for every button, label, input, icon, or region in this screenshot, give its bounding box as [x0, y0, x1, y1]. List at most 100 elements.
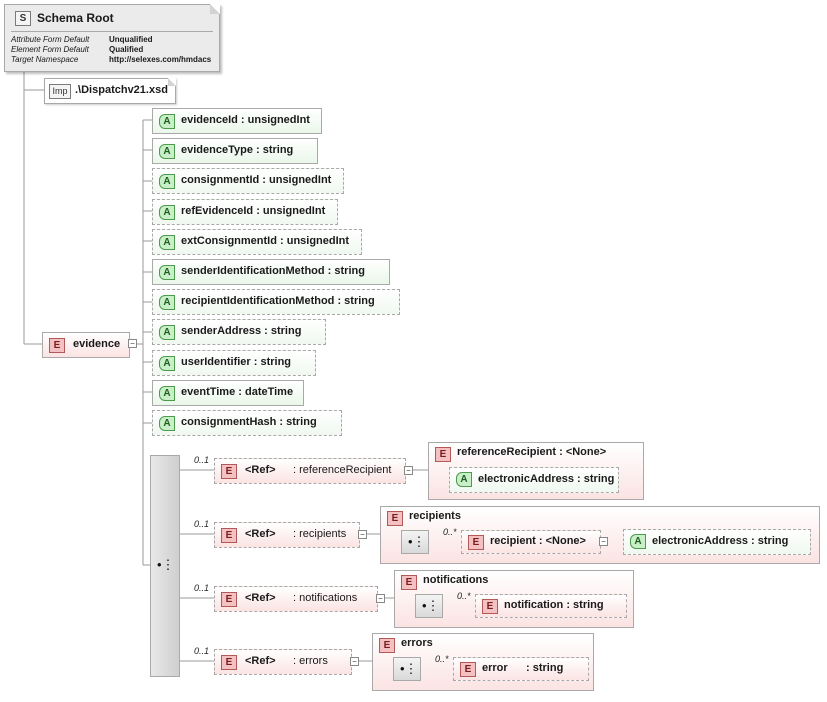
ref-element[interactable]: E <Ref> : notifications — [214, 586, 378, 612]
child-element[interactable]: E error : string — [453, 657, 589, 681]
attribute-node[interactable]: A evidenceType : string — [152, 138, 318, 164]
element-badge: E — [49, 338, 65, 353]
property-name: Target Namespace — [11, 55, 79, 64]
sequence-box[interactable]: •⋮ — [401, 530, 429, 554]
collapse-toggle-icon[interactable]: − — [599, 537, 608, 546]
attribute-node[interactable]: A userIdentifier : string — [152, 350, 316, 376]
attribute-badge: A — [159, 325, 175, 340]
collapse-toggle-icon[interactable]: − — [376, 594, 385, 603]
attribute-badge: A — [159, 295, 175, 310]
panel-title: referenceRecipient : <None> — [457, 446, 607, 458]
page-fold-corner — [168, 78, 176, 86]
divider — [11, 31, 213, 32]
child-element-label: error : string — [482, 662, 564, 674]
attribute-label: consignmentHash : string — [181, 416, 317, 428]
collapse-toggle-icon[interactable]: − — [358, 530, 367, 539]
import-node[interactable]: Imp .\Dispatchv21.xsd — [44, 78, 176, 104]
attribute-label: consignmentId : unsignedInt — [181, 174, 332, 186]
attribute-badge: A — [159, 205, 175, 220]
element-badge: E — [401, 575, 417, 590]
attribute-label: refEvidenceId : unsignedInt — [181, 205, 326, 217]
attribute-node[interactable]: A consignmentId : unsignedInt — [152, 168, 344, 194]
property-name: Element Form Default — [11, 45, 89, 54]
ref-keyword: <Ref> — [245, 655, 276, 667]
attribute-node[interactable]: A consignmentHash : string — [152, 410, 342, 436]
cardinality-label: 0..1 — [194, 455, 210, 465]
element-badge: E — [435, 447, 451, 462]
attribute-node[interactable]: A eventTime : dateTime — [152, 380, 304, 406]
errors-panel[interactable]: E errors •⋮ 0..* E error : string — [372, 633, 594, 691]
child-element-label: recipient : <None> — [490, 535, 586, 547]
attribute-badge: A — [159, 144, 175, 159]
ref-keyword: <Ref> — [245, 464, 276, 476]
element-name: evidence — [73, 338, 121, 350]
attribute-badge: A — [456, 472, 472, 487]
attribute-label: userIdentifier : string — [181, 356, 292, 368]
attribute-label: electronicAddress : string — [478, 473, 615, 485]
attribute-node[interactable]: A evidenceId : unsignedInt — [152, 108, 322, 134]
evidence-element[interactable]: E evidence — [42, 332, 130, 358]
property-value: Qualified — [109, 45, 144, 54]
attribute-badge: A — [159, 386, 175, 401]
attribute-node[interactable]: A recipientIdentificationMethod : string — [152, 289, 400, 315]
attribute-node[interactable]: A senderAddress : string — [152, 319, 326, 345]
attribute-node[interactable]: A electronicAddress : string — [623, 529, 811, 555]
ref-name: : notifications — [293, 592, 358, 604]
sequence-box[interactable]: •⋮ — [415, 594, 443, 618]
attribute-badge: A — [159, 265, 175, 280]
cardinality-label: 0..* — [435, 654, 449, 664]
attribute-node[interactable]: A refEvidenceId : unsignedInt — [152, 199, 338, 225]
panel-title: recipients — [409, 510, 461, 522]
cardinality-label: 0..1 — [194, 583, 210, 593]
cardinality-label: 0..* — [457, 591, 471, 601]
sequence-icon: •⋮ — [422, 598, 440, 613]
attribute-badge: A — [159, 356, 175, 371]
attribute-label: electronicAddress : string — [652, 535, 789, 547]
attribute-label: evidenceType : string — [181, 144, 294, 156]
ref-element[interactable]: E <Ref> : referenceRecipient — [214, 458, 406, 484]
reference-recipient-panel[interactable]: E referenceRecipient : <None> A electron… — [428, 442, 644, 500]
ref-element[interactable]: E <Ref> : errors — [214, 649, 352, 675]
sequence-icon: •⋮ — [157, 557, 175, 572]
ref-name: : errors — [293, 655, 328, 667]
attribute-badge: A — [159, 235, 175, 250]
attribute-label: senderIdentificationMethod : string — [181, 265, 365, 277]
ref-element[interactable]: E <Ref> : recipients — [214, 522, 360, 548]
attribute-node[interactable]: A extConsignmentId : unsignedInt — [152, 229, 362, 255]
schema-root-title: Schema Root — [37, 11, 114, 25]
child-element[interactable]: E recipient : <None> — [461, 530, 601, 554]
attribute-badge: A — [159, 416, 175, 431]
attribute-badge: A — [159, 114, 175, 129]
sequence-box[interactable]: •⋮ — [393, 657, 421, 681]
attribute-label: evidenceId : unsignedInt — [181, 114, 310, 126]
recipients-panel[interactable]: E recipients •⋮ 0..* E recipient : <None… — [380, 506, 820, 564]
child-element-label: notification : string — [504, 599, 604, 611]
element-badge: E — [221, 464, 237, 479]
element-badge: E — [379, 638, 395, 653]
sequence-compositor[interactable]: •⋮ — [150, 455, 180, 677]
page-fold-corner — [210, 4, 220, 14]
property-value: http://selexes.com/hmdacs — [109, 55, 212, 64]
attribute-badge: A — [630, 534, 646, 549]
attribute-label: senderAddress : string — [181, 325, 302, 337]
ref-name: : recipients — [293, 528, 347, 540]
element-badge: E — [482, 599, 498, 614]
sequence-icon: •⋮ — [400, 661, 418, 676]
attribute-node[interactable]: A senderIdentificationMethod : string — [152, 259, 390, 285]
notifications-panel[interactable]: E notifications •⋮ 0..* E notification :… — [394, 570, 634, 628]
attribute-node[interactable]: A electronicAddress : string — [449, 467, 619, 493]
collapse-toggle-icon[interactable]: − — [128, 339, 137, 348]
import-badge: Imp — [49, 84, 71, 99]
cardinality-label: 0..1 — [194, 646, 210, 656]
collapse-toggle-icon[interactable]: − — [350, 657, 359, 666]
element-badge: E — [387, 511, 403, 526]
child-element[interactable]: E notification : string — [475, 594, 627, 618]
collapse-toggle-icon[interactable]: − — [404, 466, 413, 475]
element-badge: E — [460, 662, 476, 677]
import-path: .\Dispatchv21.xsd — [75, 84, 168, 96]
property-name: Attribute Form Default — [11, 35, 90, 44]
schema-root-card[interactable]: S Schema Root Attribute Form Default Unq… — [4, 4, 220, 72]
attribute-label: extConsignmentId : unsignedInt — [181, 235, 350, 247]
attribute-badge: A — [159, 174, 175, 189]
attribute-label: recipientIdentificationMethod : string — [181, 295, 375, 307]
